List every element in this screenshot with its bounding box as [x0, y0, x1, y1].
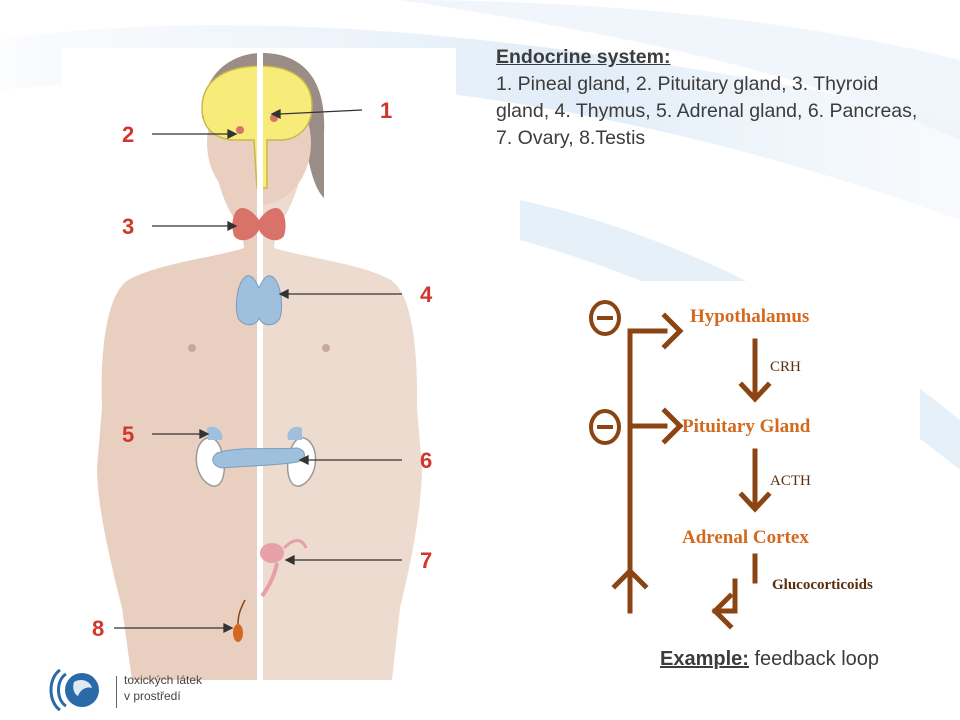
logo-text: toxických látek v prostředí: [124, 672, 202, 704]
label-5: 5: [122, 422, 134, 447]
arrow-label-crh: CRH: [770, 359, 801, 375]
example-label: Example:: [660, 648, 749, 670]
adrenal-gland-right: [287, 426, 302, 440]
endocrine-anatomy-figure: 1 2 3 4 5 6 7 8: [62, 48, 456, 680]
left-kidney: [195, 436, 225, 487]
node-adrenal-cortex: Adrenal Cortex: [682, 527, 809, 548]
example-text: feedback loop: [754, 648, 880, 670]
node-pituitary-gland: Pituitary Gland: [682, 416, 811, 437]
label-6: 6: [420, 448, 432, 473]
testis: [233, 624, 243, 642]
inhibition-symbol-2: [589, 409, 621, 445]
endocrine-legend: Endocrine system: 1. Pineal gland, 2. Pi…: [496, 44, 936, 152]
arrow-label-glucocorticoids: Glucocorticoids: [772, 577, 873, 593]
logo-line-2: v prostředí: [124, 689, 181, 703]
label-7: 7: [420, 548, 432, 573]
adrenal-gland-left: [207, 426, 223, 440]
legend-body: 1. Pineal gland, 2. Pituitary gland, 3. …: [496, 73, 918, 149]
feedback-loop-diagram: Hypothalamus Pituitary Gland Adrenal Cor…: [580, 281, 920, 639]
arrow-label-acth: ACTH: [770, 473, 811, 489]
legend-title: Endocrine system:: [496, 46, 671, 68]
node-hypothalamus: Hypothalamus: [690, 306, 809, 327]
feedback-loop-line: [627, 328, 668, 614]
label-4: 4: [420, 282, 433, 307]
thyroid-gland: [232, 208, 286, 241]
organization-logo: [49, 668, 99, 712]
pituitary-gland: [236, 126, 244, 134]
logo-line-1: toxických látek: [124, 673, 203, 687]
inhibition-symbol-1: [589, 300, 621, 336]
logo-divider: [116, 676, 117, 708]
pancreas: [212, 447, 305, 469]
label-8: 8: [92, 616, 104, 641]
label-3: 3: [122, 214, 134, 239]
example-caption: Example: feedback loop: [660, 648, 879, 671]
label-1: 1: [380, 98, 392, 123]
label-2: 2: [122, 122, 134, 147]
thymus: [235, 275, 283, 326]
ovary: [260, 543, 284, 563]
